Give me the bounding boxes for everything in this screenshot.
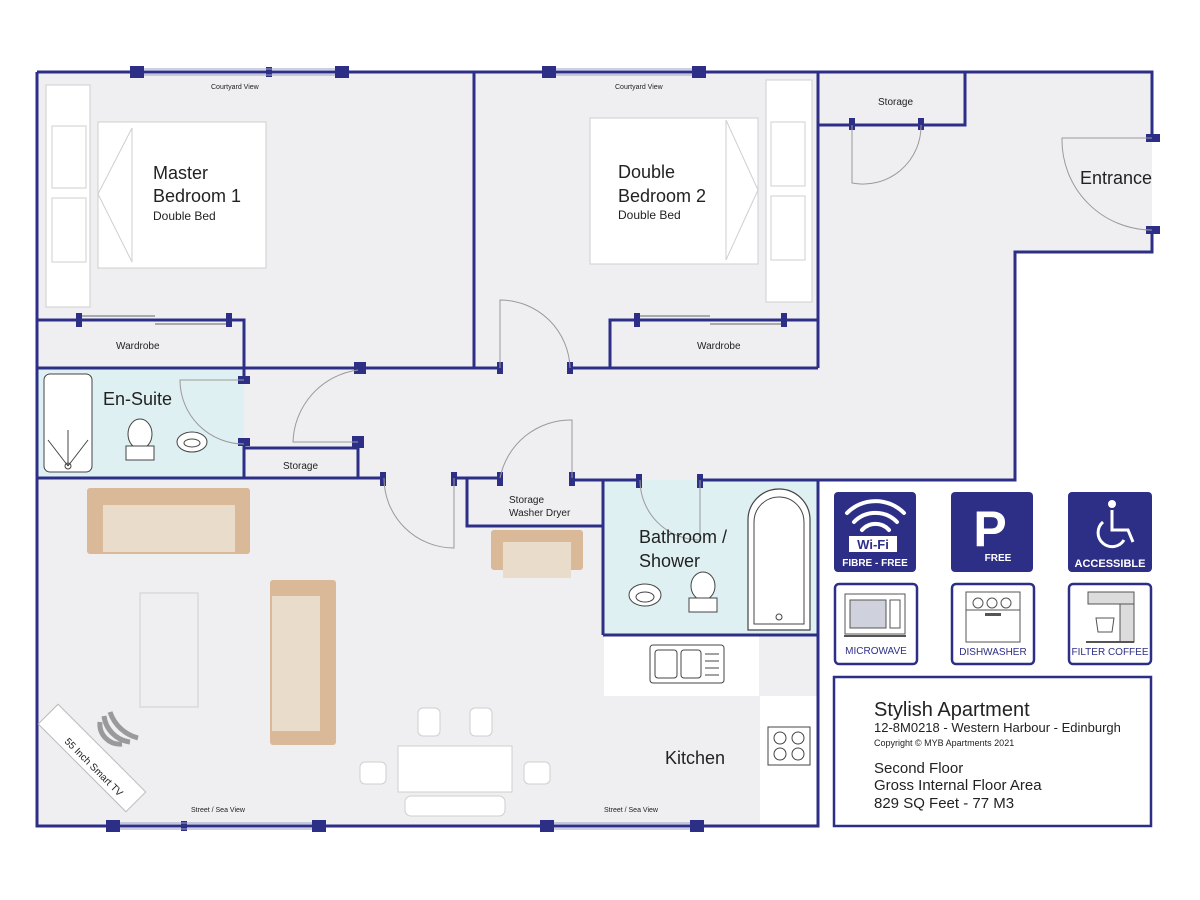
dishwasher-tile: DISHWASHER: [950, 582, 1036, 666]
living-furniture: [87, 488, 583, 745]
coffee-caption: FILTER COFFEE: [1071, 647, 1148, 658]
floor-label: Second Floor: [874, 760, 963, 777]
wifi-tile: Wi-Fi FIBRE - FREE: [834, 492, 916, 572]
accessible-tile: ACCESSIBLE: [1068, 492, 1152, 572]
bathroom-fixtures: [628, 488, 811, 631]
windows: [106, 66, 706, 832]
double-bedroom-label-1: Double: [618, 162, 675, 182]
apartment-reference: 12-8M0218 - Western Harbour - Edinburgh: [874, 720, 1121, 735]
parking-icon: P: [973, 501, 1006, 557]
street-view-label-1: Street / Sea View: [191, 807, 246, 814]
info-panel: Stylish Apartment 12-8M0218 - Western Ha…: [832, 675, 1153, 828]
wifi-caption: FIBRE - FREE: [842, 558, 908, 569]
dishwasher-caption: DISHWASHER: [959, 647, 1026, 658]
storage-washer-label-2: Washer Dryer: [509, 508, 571, 519]
tv-unit: [37, 703, 147, 813]
entrance-label: Entrance: [1080, 168, 1152, 188]
master-bedroom-label-2: Bedroom 1: [153, 186, 241, 206]
wardrobe-2-label: Wardrobe: [697, 341, 741, 352]
wifi-arcs: [97, 711, 139, 747]
kitchen-label: Kitchen: [665, 748, 725, 768]
master-bed: [45, 84, 267, 308]
parking-caption: FREE: [985, 553, 1012, 564]
wheelchair-icon: [1096, 500, 1135, 549]
master-bed-label: Double Bed: [153, 209, 216, 223]
kitchen-fixtures: [649, 644, 811, 766]
dining-set: [359, 707, 551, 817]
storage-top-label: Storage: [878, 97, 913, 108]
coffee-tile: FILTER COFFEE: [1067, 582, 1153, 666]
double-bedroom-label-2: Bedroom 2: [618, 186, 706, 206]
double-bed-label: Double Bed: [618, 208, 681, 222]
doors: [76, 118, 1160, 549]
coffee-machine-icon: [1086, 591, 1135, 643]
en-suite-label: En-Suite: [103, 389, 172, 409]
copyright-text: Copyright © MYB Apartments 2021: [874, 738, 1014, 748]
double-bed: [589, 79, 813, 303]
wardrobe-1-label: Wardrobe: [116, 341, 160, 352]
parking-tile: P FREE: [951, 492, 1033, 572]
area-label: Gross Internal Floor Area: [874, 777, 1042, 794]
storage-mid-label: Storage: [283, 461, 318, 472]
street-view-label-2: Street / Sea View: [604, 807, 659, 814]
master-bedroom-label-1: Master: [153, 163, 208, 183]
dishwasher-icon: [965, 591, 1021, 643]
courtyard-view-label-2: Courtyard View: [615, 84, 664, 91]
storage-washer-label-1: Storage: [509, 495, 544, 506]
accessible-caption: ACCESSIBLE: [1075, 558, 1146, 570]
microwave-tile: MICROWAVE: [833, 582, 919, 666]
microwave-caption: MICROWAVE: [845, 646, 907, 657]
walls: [35, 70, 1154, 828]
area-value: 829 SQ Feet - 77 M3: [874, 795, 1014, 812]
apartment-title: Stylish Apartment: [874, 699, 1030, 721]
courtyard-view-label-1: Courtyard View: [211, 84, 260, 91]
wifi-badge-text: Wi-Fi: [857, 537, 889, 552]
wifi-icon: [845, 499, 906, 532]
bathroom-label-2: Shower: [639, 551, 700, 571]
bathroom-label-1: Bathroom /: [639, 527, 727, 547]
microwave-icon: [844, 593, 906, 637]
en-suite-fixtures: [43, 373, 208, 473]
